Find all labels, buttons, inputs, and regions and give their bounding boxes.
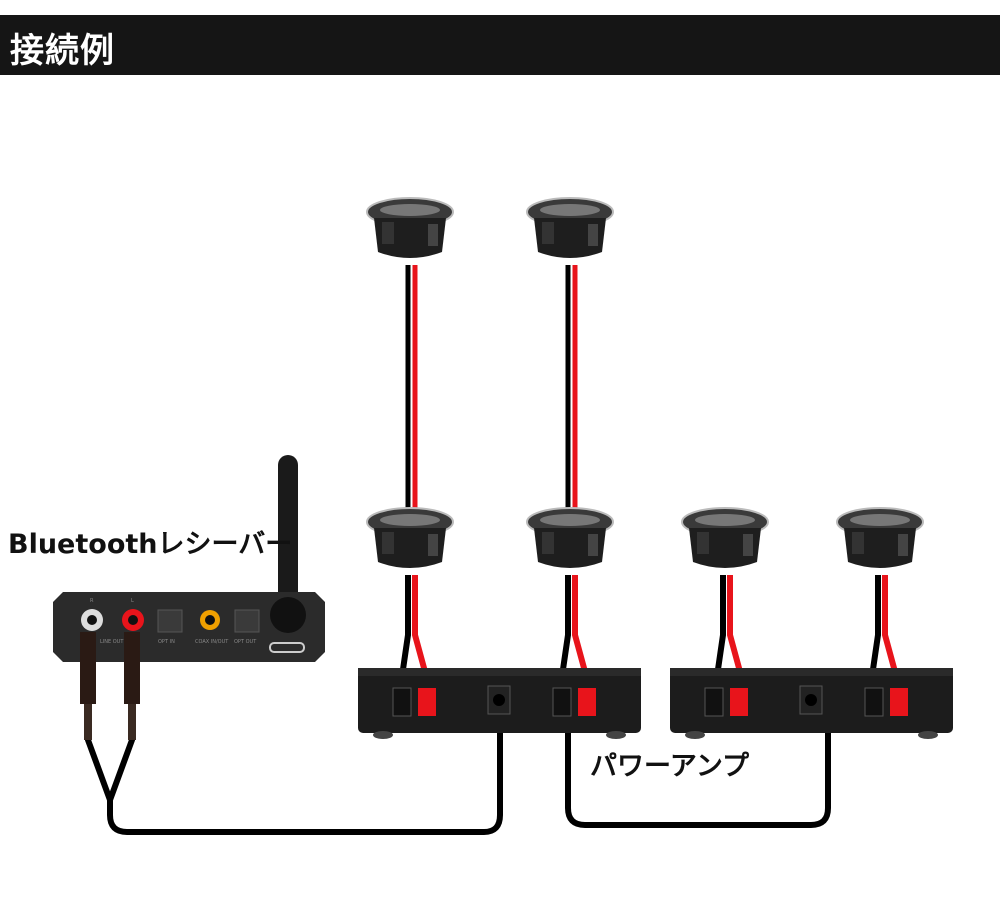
svg-text:LINE OUT: LINE OUT <box>100 639 124 645</box>
amp-label: パワーアンプ <box>590 751 750 782</box>
amp-link-cable <box>565 733 831 828</box>
receiver-label: Bluetoothレシーバー <box>8 529 293 560</box>
rca-plug-white <box>80 632 96 704</box>
rca-plug-red <box>124 632 140 704</box>
power-amp <box>669 667 954 740</box>
ceiling-speaker <box>681 507 769 569</box>
ceiling-speaker <box>366 197 454 259</box>
svg-text:OPT OUT: OPT OUT <box>234 639 257 645</box>
antenna <box>278 455 298 635</box>
power-amp <box>357 667 642 740</box>
ceiling-speaker <box>836 507 924 569</box>
svg-text:R: R <box>90 598 94 604</box>
svg-text:OPT IN: OPT IN <box>158 639 175 645</box>
speaker-wires <box>397 265 903 691</box>
ceiling-speaker <box>526 507 614 569</box>
bluetooth-receiver: R L LINE OUT OPT IN COAX IN/OUT OPT OUT <box>53 455 325 740</box>
svg-text:L: L <box>131 598 134 604</box>
ceiling-speaker <box>366 507 454 569</box>
svg-text:COAX IN/OUT: COAX IN/OUT <box>195 639 229 645</box>
page-title: 接続例 <box>10 31 115 71</box>
ceiling-speaker <box>526 197 614 259</box>
header-bar: 接続例 <box>0 15 1000 75</box>
rca-cable <box>85 690 503 835</box>
